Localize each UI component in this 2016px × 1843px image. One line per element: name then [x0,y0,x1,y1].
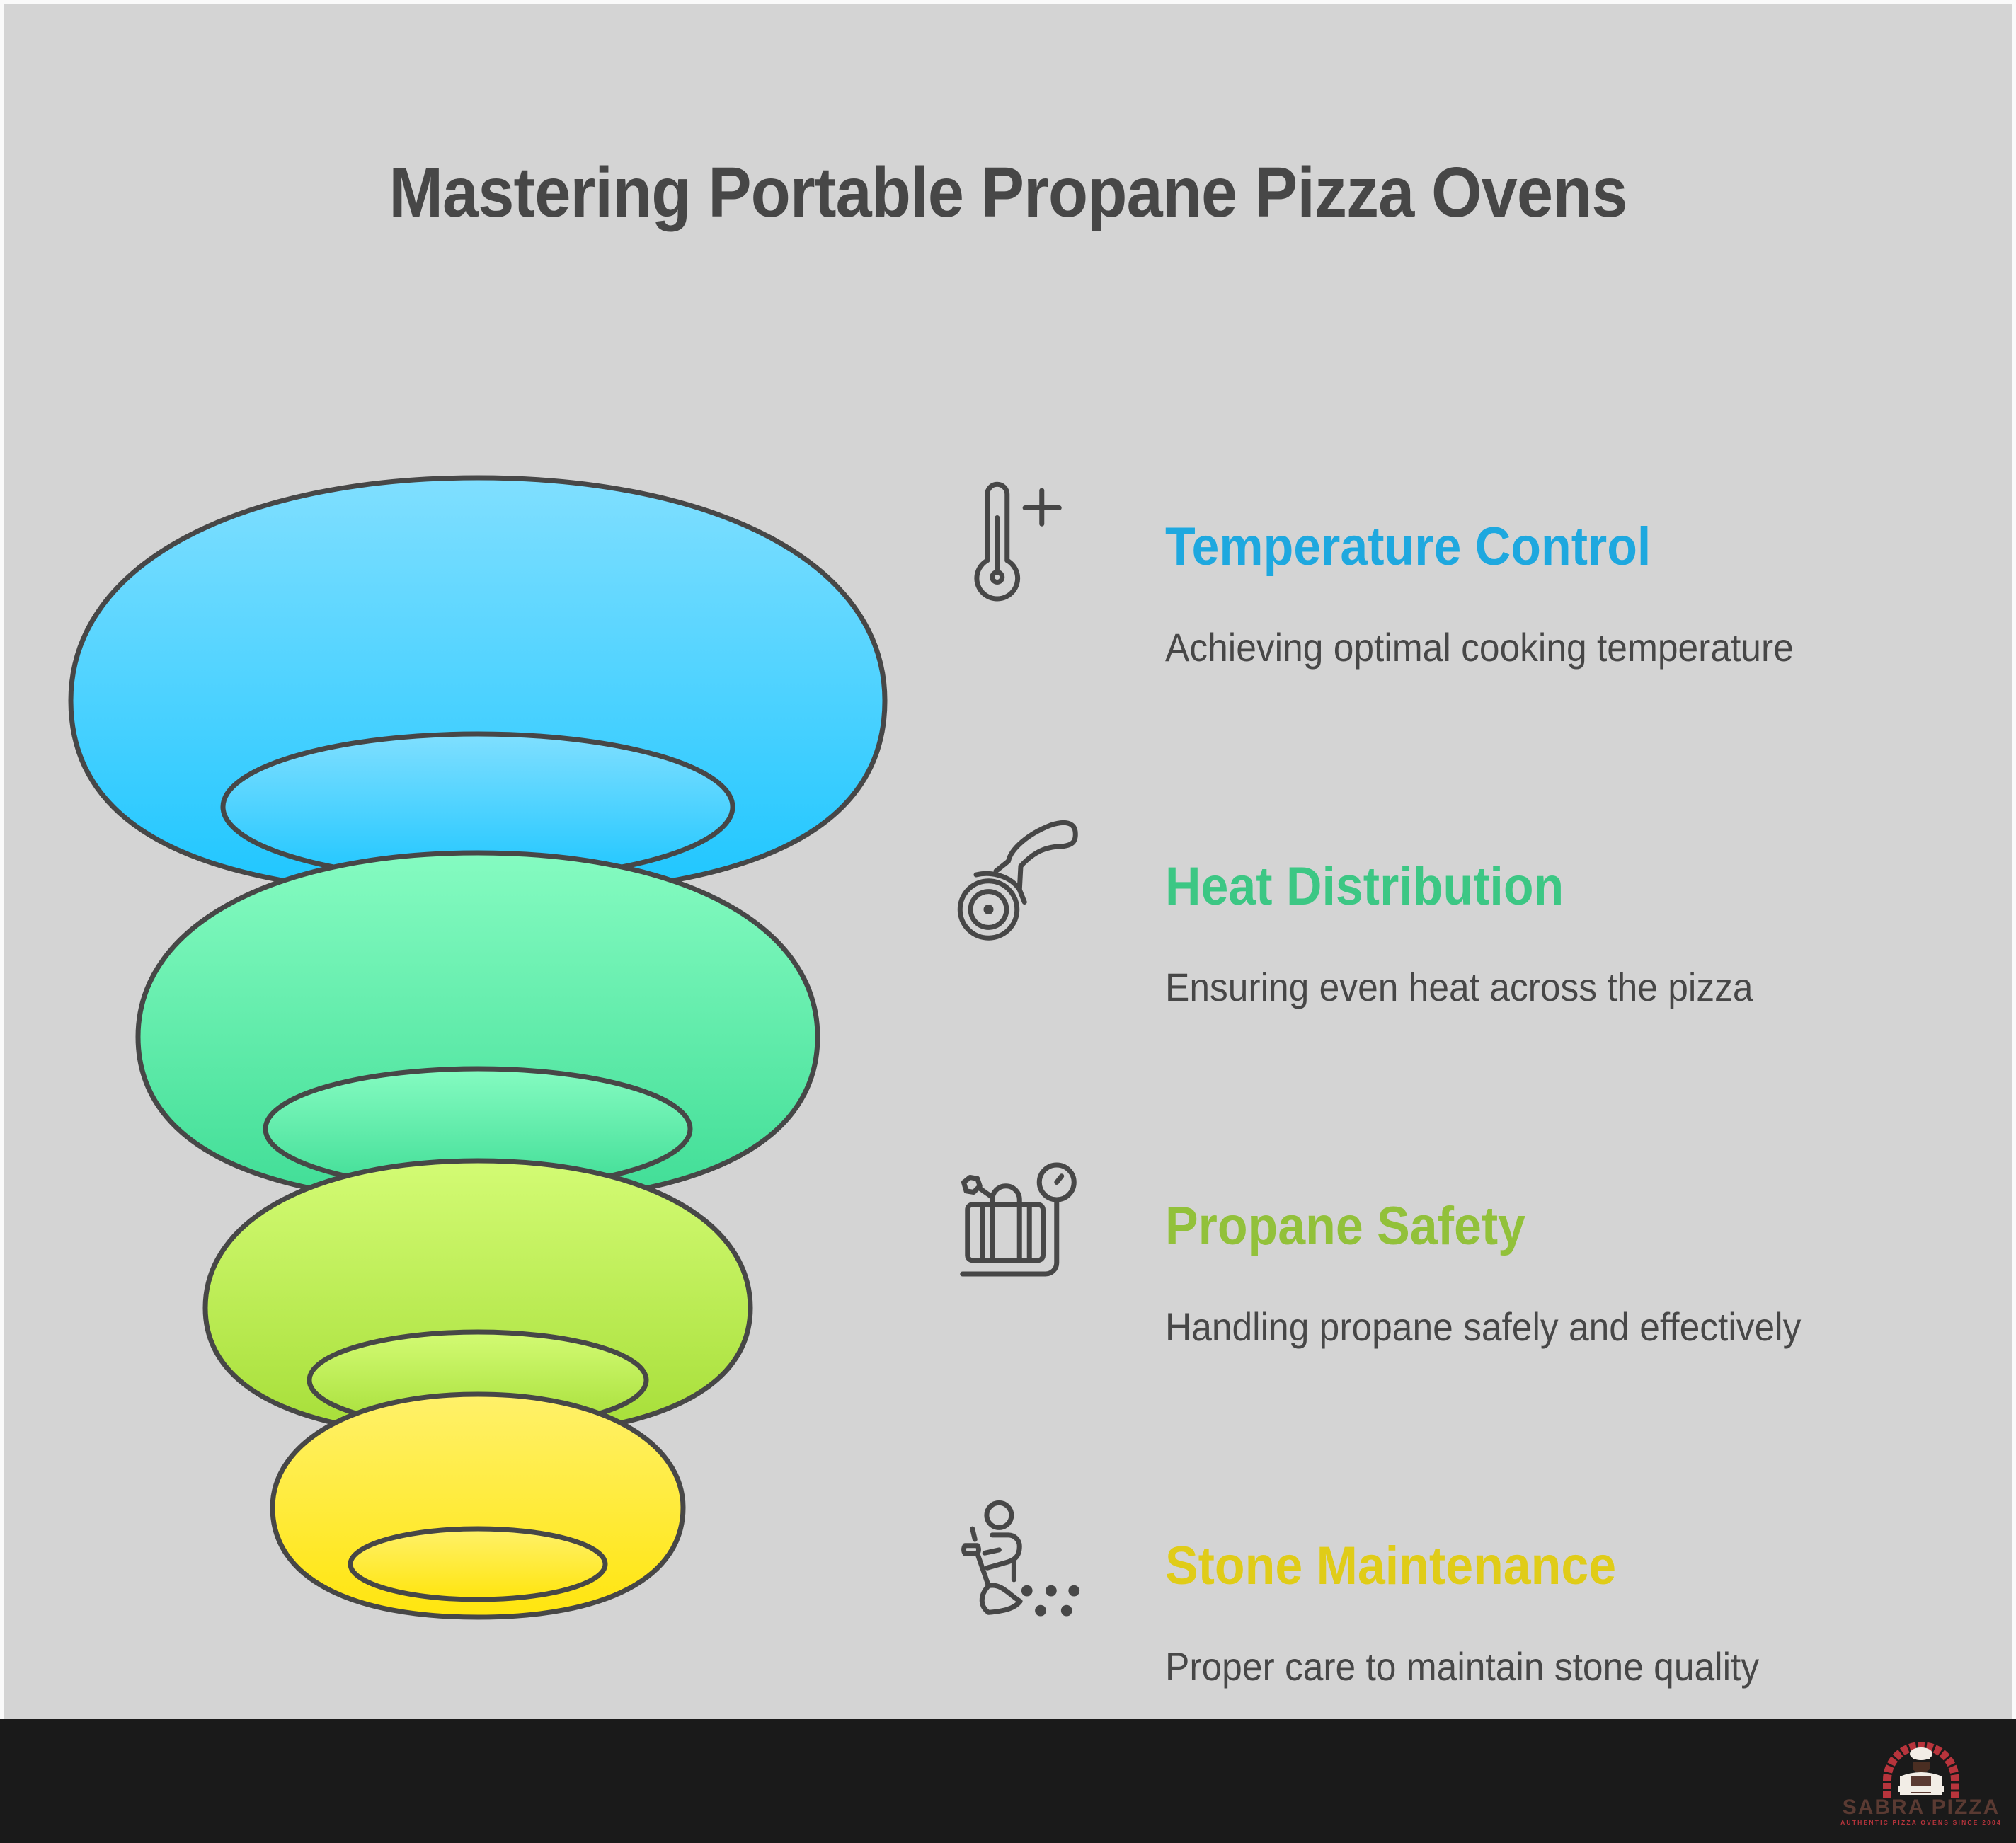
logo-tagline: AUTHENTIC PIZZA OVENS SINCE 2004 [1840,1819,2002,1826]
footer-bar [0,1719,2016,1843]
person-sweeping-icon [941,1490,1090,1638]
chef-brick-oven-logo-icon [1883,1742,1959,1798]
item-description-propane-safety: Handling propane safely and effectively [1165,1304,1802,1349]
item-heading-stone-maintenance: Stone Maintenance [1165,1536,1617,1596]
funnel-layer-temperature-control [68,475,888,898]
item-description-stone-maintenance: Proper care to maintain stone quality [1165,1644,1760,1689]
funnel-layer-heat-distribution [135,850,820,1206]
funnel-layer-stone-maintenance [270,1391,686,1620]
propane-tank-gauge-icon [941,1150,1090,1299]
item-description-heat-distribution: Ensuring even heat across the pizza [1165,965,1753,1009]
item-description-temperature-control: Achieving optimal cooking temperature [1165,625,1794,670]
thermometer-plus-icon [941,471,1090,619]
pizza-cutter-icon [941,810,1090,959]
item-heading-heat-distribution: Heat Distribution [1165,856,1564,917]
page-title: Mastering Portable Propane Pizza Ovens [389,153,1627,232]
item-heading-propane-safety: Propane Safety [1165,1196,1526,1256]
logo-name: SABRA PIZZA [1842,1796,2000,1819]
funnel-diagram [68,475,888,1620]
item-heading-temperature-control: Temperature Control [1165,517,1651,577]
brand-logo[interactable]: SABRA PIZZA AUTHENTIC PIZZA OVENS SINCE … [1838,1741,2005,1833]
